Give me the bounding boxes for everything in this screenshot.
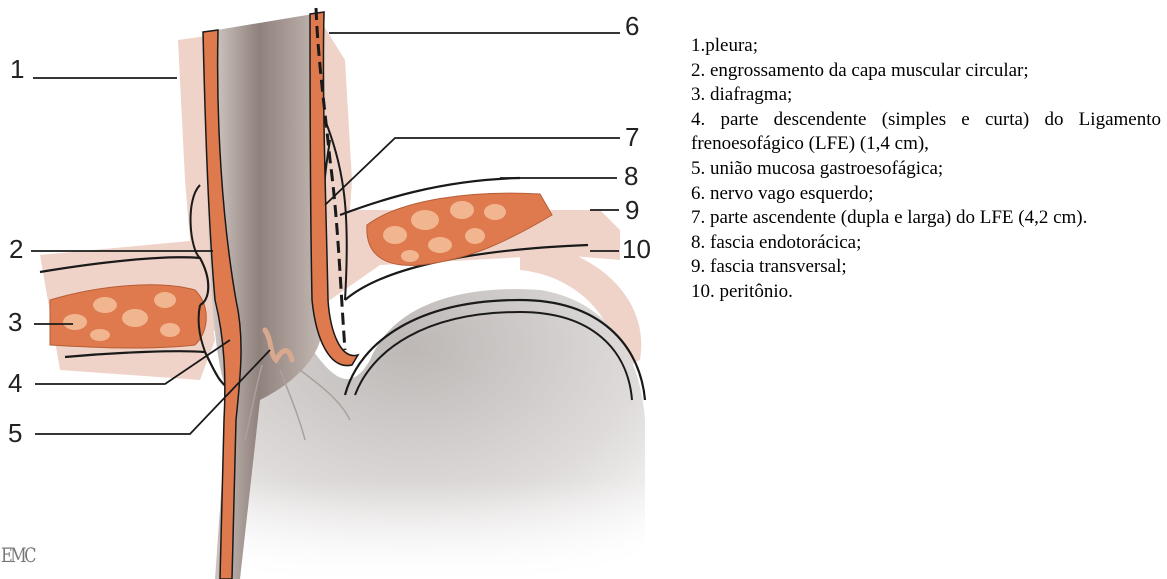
label-2: 2	[9, 234, 23, 264]
emc-logo: EMC	[1, 543, 34, 567]
label-6: 6	[625, 11, 639, 41]
legend-item-5: 5. união mucosa gastroesofágica;	[691, 157, 1161, 182]
legend-item-1: 1.pleura;	[691, 34, 1161, 59]
legend-item-8: 8. fascia endotorácica;	[691, 231, 1161, 256]
diaphragm-left	[50, 285, 206, 348]
legend-item-9: 9. fascia transversal;	[691, 255, 1161, 280]
label-8: 8	[624, 161, 638, 191]
label-7: 7	[625, 122, 639, 152]
label-3: 3	[8, 307, 22, 337]
label-10: 10	[622, 234, 651, 264]
legend-item-7: 7. parte ascendente (dupla e larga) do L…	[691, 206, 1161, 231]
legend-item-2: 2. engrossamento da capa muscular circul…	[691, 59, 1161, 84]
legend: 1.pleura; 2. engrossamento da capa muscu…	[691, 34, 1161, 305]
label-5: 5	[8, 418, 22, 448]
legend-item-4: 4. parte descendente (simples e curta) d…	[691, 108, 1161, 157]
legend-item-6: 6. nervo vago esquerdo;	[691, 182, 1161, 207]
gastroesophageal-junction-illustration: 1 2 3 4 5 6 7 8 9 10	[0, 0, 665, 579]
label-1: 1	[10, 54, 24, 84]
legend-item-10: 10. peritônio.	[691, 280, 1161, 305]
label-4: 4	[8, 368, 22, 398]
label-9: 9	[625, 195, 639, 225]
legend-item-3: 3. diafragma;	[691, 83, 1161, 108]
